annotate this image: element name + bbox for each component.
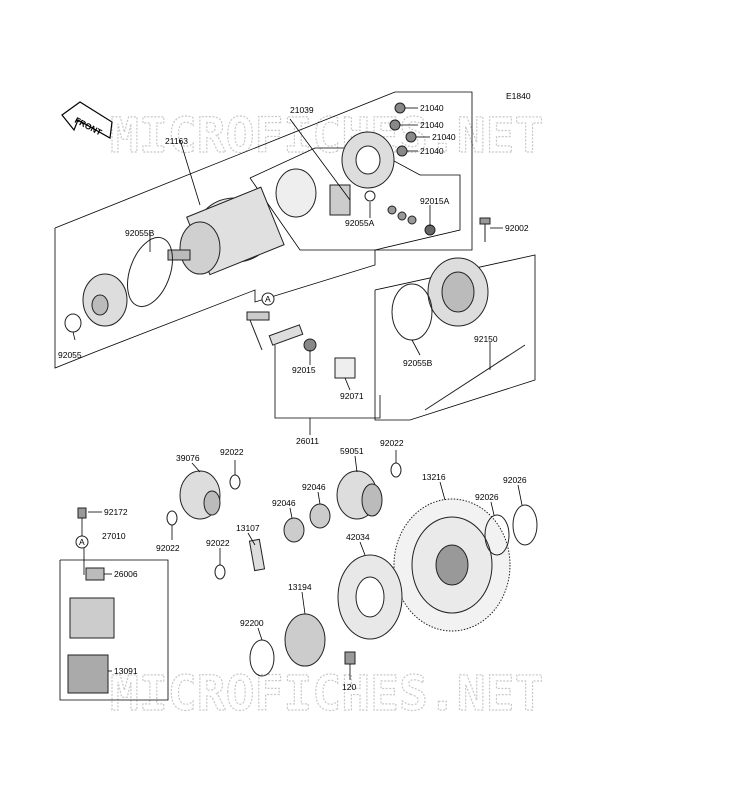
callout-letter-top: A [265,294,271,304]
brush-holder [275,131,395,218]
label-92022-c: 92022 [156,543,180,553]
label-59051: 59051 [340,446,364,456]
one-way-clutch [284,613,326,667]
relay [69,597,115,639]
end-cover-frame [374,254,536,421]
terminal-washers [364,190,436,236]
long-bolt [424,344,526,411]
label-21040-c: 21040 [432,132,456,142]
washer-b [390,462,402,478]
idle-gear-39076 [179,470,221,520]
starter-group-frame [54,91,473,369]
label-92055b-left: 92055B [125,228,155,238]
label-13194: 13194 [288,582,312,592]
label-92022-a: 92022 [220,447,244,457]
label-92015a: 92015A [420,196,450,206]
label-92200: 92200 [240,618,264,628]
starter-motor [167,186,285,276]
bearing-a [283,517,305,543]
relay-boot [67,654,109,694]
label-92150: 92150 [474,334,498,344]
shaft [248,538,266,572]
relay-group-frame [59,559,169,701]
callout-circle-top [261,292,275,306]
large-gear [393,498,511,632]
bolt-120 [344,651,356,665]
label-120: 120 [342,682,356,692]
label-92172: 92172 [104,507,128,517]
label-92022-d: 92022 [206,538,230,548]
label-92055: 92055 [58,350,82,360]
label-92026-a: 92026 [475,492,499,502]
label-92055a: 92055A [345,218,375,228]
ring-b [512,504,538,546]
label-92055b-right: 92055B [403,358,433,368]
label-39076: 39076 [176,453,200,463]
label-92026-b: 92026 [503,475,527,485]
label-27010: 27010 [102,531,126,541]
label-21163: 21163 [165,136,188,146]
label-42034: 42034 [346,532,370,542]
label-92002: 92002 [505,223,529,233]
lead-group-frame [274,345,381,419]
ring-a [484,514,510,556]
rear-cover [427,257,489,327]
front-cover [82,273,128,327]
bearing-b [309,503,331,529]
part-labels: 21040 21040 21040 21040 21039 21163 9205… [58,103,529,692]
starter-clutch-hub [355,576,385,618]
label-13216: 13216 [422,472,446,482]
label-26006: 26006 [114,569,138,579]
label-26011: 26011 [296,436,319,446]
callout-letter-bottom: A [79,537,85,547]
screw-92172 [77,507,87,519]
o-ring-small [64,313,82,333]
leader-lines [72,107,523,680]
watermark-bottom: MICROFICHES.NET [110,666,543,722]
washer-d [214,564,226,580]
diagram-code: E1840 [506,91,531,101]
relay-cover [85,567,105,581]
washer-a [229,474,241,490]
label-13107: 13107 [236,523,260,533]
o-ring-right [391,283,433,341]
label-21040-a: 21040 [420,103,444,113]
label-92046-b: 92046 [302,482,326,492]
front-arrow-icon: FRONT [61,101,113,139]
brush-plate-frame [249,147,461,251]
label-92046-a: 92046 [272,498,296,508]
gear-59051 [336,470,383,520]
label-92022-b: 92022 [380,438,404,448]
label-92071: 92071 [340,391,364,401]
label-21039: 21039 [290,105,314,115]
starter-lead [246,311,356,379]
label-92015: 92015 [292,365,316,375]
label-21040-b: 21040 [420,120,444,130]
o-ring-left [127,236,173,308]
label-21040-d: 21040 [420,146,444,156]
washer-c [166,510,178,526]
label-13091: 13091 [114,666,138,676]
bolt-92002 [479,217,491,242]
